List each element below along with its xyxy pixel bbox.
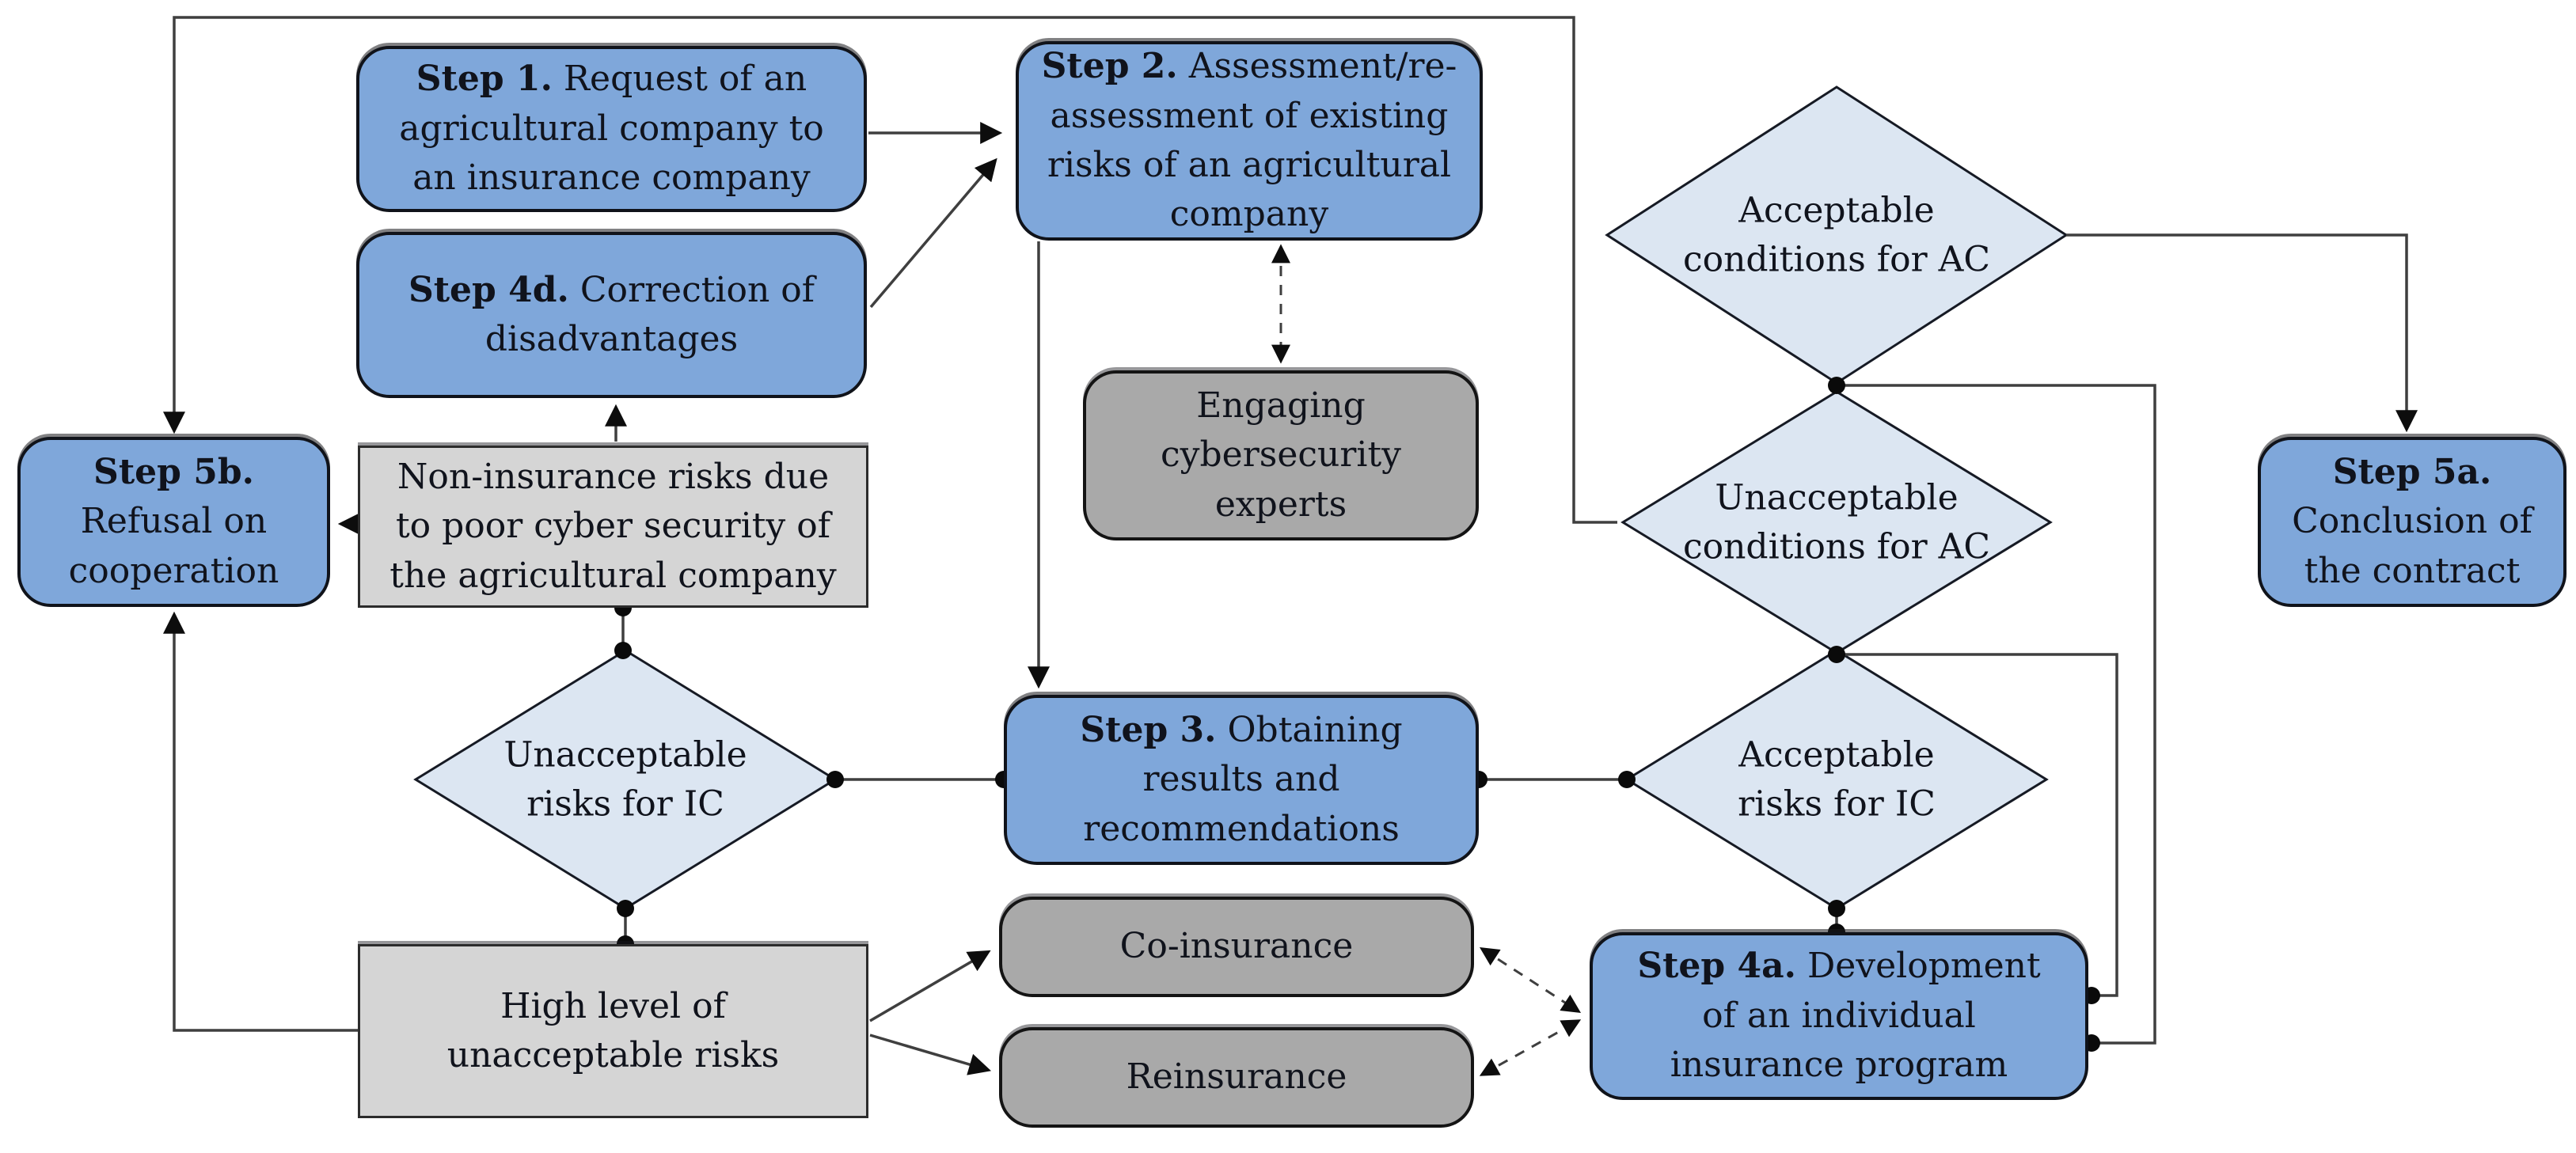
node-label: Co-insurance xyxy=(1119,926,1354,967)
node-label: Step 1. Request of an agricultural compa… xyxy=(399,59,824,199)
node-label: Step 5b.Refusal on cooperation xyxy=(68,451,279,591)
node-high-level-risks: High level of unacceptable risks xyxy=(358,944,868,1118)
node-label: Engaging cybersecurity experts xyxy=(1161,385,1401,525)
node-label: Step 3. Obtaining results and recommenda… xyxy=(1080,709,1403,849)
node-step-4a: Step 4a. Development of an individual in… xyxy=(1590,932,2088,1100)
node-step-2: Step 2. Assessment/re-assessment of exis… xyxy=(1016,41,1483,241)
node-step-3: Step 3. Obtaining results and recommenda… xyxy=(1004,695,1479,865)
edge-unacceptable-conditions-to-step4a xyxy=(1837,653,2118,997)
node-step-5a: Step 5a.Conclusion of the contract xyxy=(2258,437,2567,607)
node-engaging-experts: Engaging cybersecurity experts xyxy=(1083,370,1479,540)
node-step-5b: Step 5b.Refusal on cooperation xyxy=(17,437,330,607)
node-label: Non-insurance risks due to poor cyber se… xyxy=(389,456,837,596)
edge-acceptable-conditions-to-step4a xyxy=(1837,384,2156,1045)
edge-highlevel-to-reinsurance xyxy=(869,1034,992,1075)
node-label: Reinsurance xyxy=(1126,1056,1347,1098)
edge-coinsurance-step4a-dashed xyxy=(1479,947,1582,1013)
node-reinsurance: Reinsurance xyxy=(999,1027,1474,1128)
label-unacceptable-risks-ic: Unacceptable risks for IC xyxy=(503,734,747,824)
edge-acceptable-conditions-to-step5a xyxy=(2066,233,2418,433)
node-step-4d: Step 4d. Correction of disadvantages xyxy=(356,232,867,398)
node-step-1: Step 1. Request of an agricultural compa… xyxy=(356,46,867,212)
edge-step4d-to-step2 xyxy=(869,157,997,309)
label-unacceptable-conditions-ac: Unacceptable conditions for AC xyxy=(1682,477,1991,567)
label-acceptable-conditions-ac: Acceptable conditions for AC xyxy=(1682,190,1991,279)
node-label: Step 4d. Correction of disadvantages xyxy=(408,269,815,359)
node-label: High level of unacceptable risks xyxy=(446,985,780,1075)
node-label: Step 2. Assessment/re-assessment of exis… xyxy=(1041,46,1457,235)
edge-unacceptable-conditions-to-step5b xyxy=(163,16,1617,524)
node-non-insurance-risks: Non-insurance risks due to poor cyber se… xyxy=(358,446,868,608)
node-co-insurance: Co-insurance xyxy=(999,897,1474,997)
edge-reinsurance-step4a-dashed xyxy=(1479,1019,1582,1076)
node-label: Step 4a. Development of an individual in… xyxy=(1637,946,2041,1086)
label-acceptable-risks-ic: Acceptable risks for IC xyxy=(1738,734,1936,824)
edge-highlevel-to-step5b xyxy=(163,611,358,1032)
edge-highlevel-to-coinsurance xyxy=(869,950,991,1022)
node-label: Step 5a.Conclusion of the contract xyxy=(2292,451,2532,591)
